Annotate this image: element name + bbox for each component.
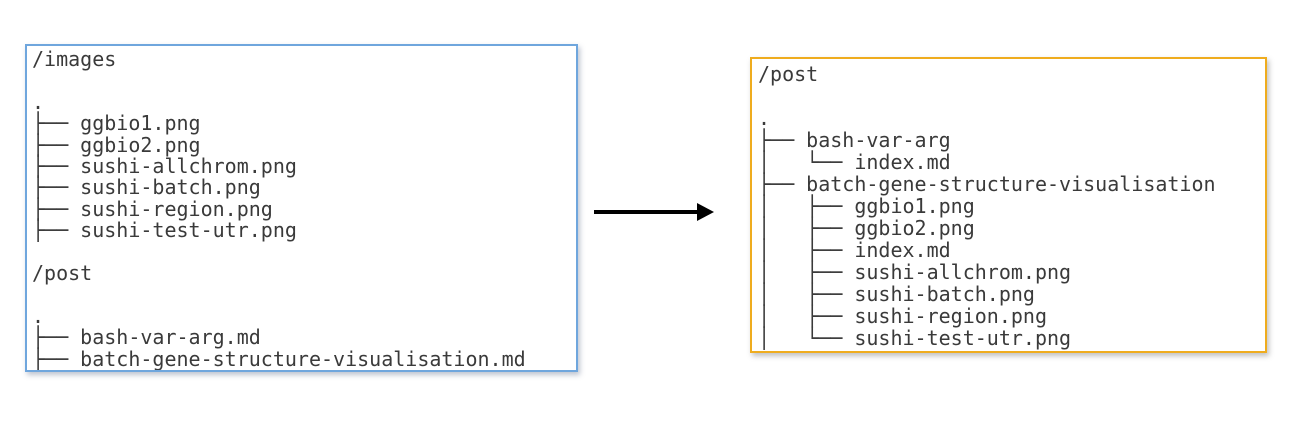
tree-line: . — [32, 89, 45, 114]
arrow-shaft — [594, 210, 698, 214]
tree-line: │ ├── ggbio1.png — [758, 194, 975, 218]
tree-line: . — [32, 303, 45, 328]
tree-line: │ ├── index.md — [758, 238, 951, 262]
before-directory-tree-panel: /images .├── ggbio1.png├── ggbio2.png├──… — [25, 44, 578, 372]
tree-line: ├── bash-var-arg — [758, 128, 951, 152]
tree-line: ├── batch-gene-structure-visualisation.m… — [32, 346, 526, 371]
arrow-head-icon — [697, 203, 714, 221]
after-directory-tree-panel: /post .├── bash-var-arg│ └── index.md├──… — [750, 57, 1267, 353]
tree-line — [758, 85, 1261, 107]
tree-line: │ ├── sushi-batch.png — [758, 282, 1035, 306]
tree-line — [32, 242, 572, 263]
tree-line: │ ├── sushi-region.png — [758, 304, 1047, 328]
tree-line: ├── bash-var-arg.md — [32, 325, 261, 350]
tree-line: ├── sushi-allchrom.png — [32, 154, 297, 179]
tree-line: ├── sushi-region.png — [32, 196, 273, 221]
tree-line — [32, 284, 572, 305]
tree-line: /post — [32, 261, 93, 286]
tree-line: │ ├── ggbio2.png — [758, 216, 975, 240]
tree-line: ├── sushi-batch.png — [32, 175, 261, 200]
tree-line: . — [758, 106, 771, 130]
tree-line: │ ├── sushi-allchrom.png — [758, 260, 1072, 284]
tree-line: ├── batch-gene-structure-visualisation — [758, 172, 1216, 196]
tree-line: ├── sushi-test-utr.png — [32, 218, 297, 243]
tree-line: /images — [32, 47, 117, 71]
tree-line — [32, 70, 572, 91]
transform-arrow — [594, 203, 714, 221]
tree-line: │ └── sushi-test-utr.png — [758, 326, 1072, 350]
tree-line: │ └── index.md — [758, 150, 951, 174]
tree-line: /post — [758, 62, 819, 86]
tree-line: ├── ggbio2.png — [32, 132, 201, 157]
tree-line: ├── ggbio1.png — [32, 111, 201, 136]
